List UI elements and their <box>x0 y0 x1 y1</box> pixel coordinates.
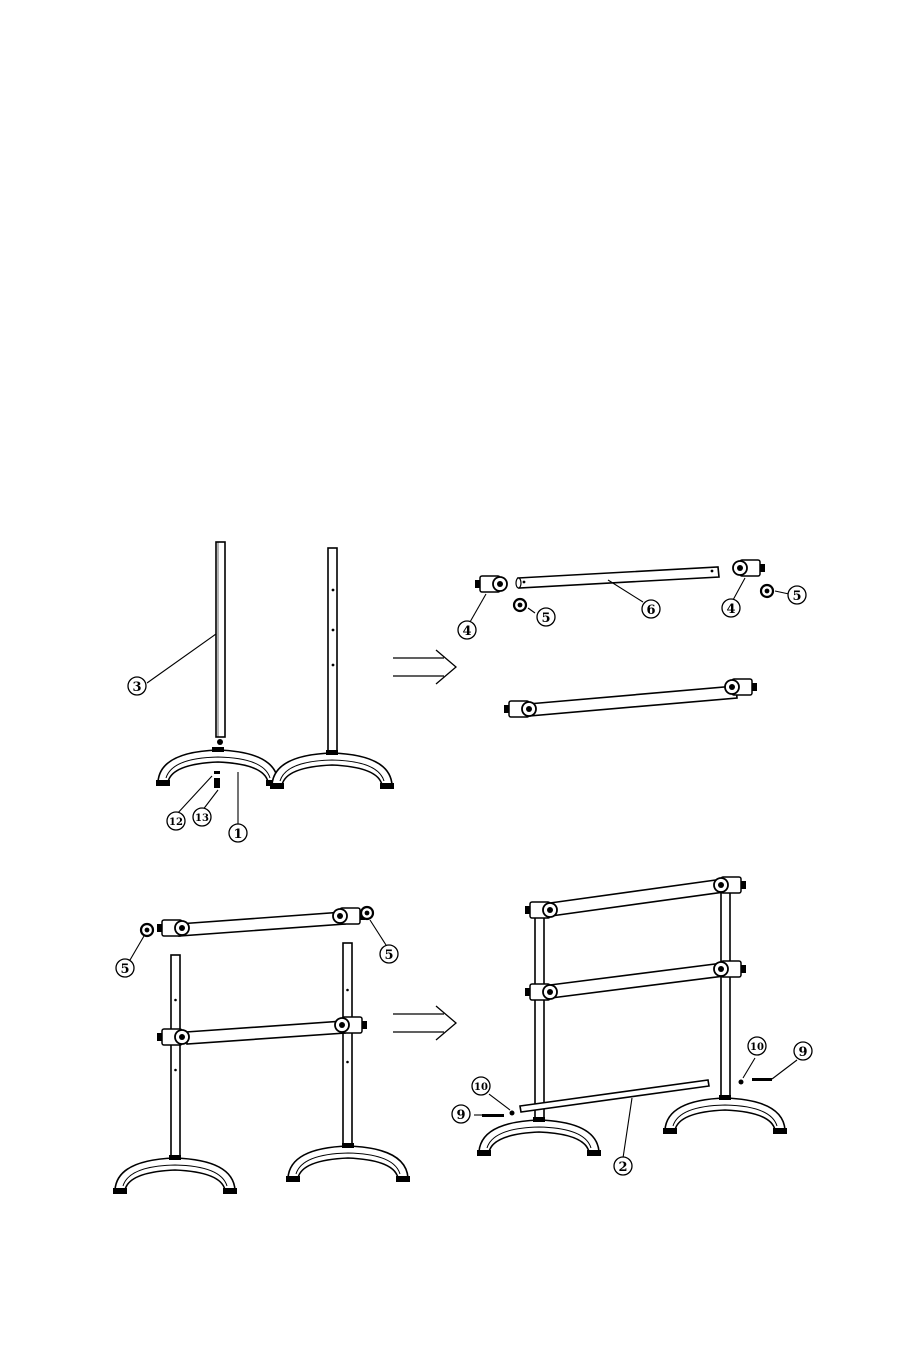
base-foot-right <box>270 750 394 789</box>
step-4-complete-frame <box>474 877 797 1158</box>
upright-tube-left <box>216 542 225 737</box>
svg-text:5: 5 <box>792 589 801 604</box>
upright-right <box>343 943 352 1153</box>
upright-right <box>721 888 730 1103</box>
tee-clamp-right <box>733 560 765 576</box>
svg-text:12: 12 <box>169 817 183 828</box>
upper-rail-exploded <box>178 912 345 936</box>
rail-assembled-clamp-left <box>504 701 536 717</box>
callout-part-9-right: 9 <box>794 1042 812 1060</box>
callout-part-3: 3 <box>128 677 146 695</box>
lower-rail-clamp-right <box>335 1017 367 1033</box>
callout-part-9-left: 9 <box>452 1105 470 1123</box>
end-cap-right <box>361 907 373 919</box>
callout-part-1: 1 <box>229 824 247 842</box>
svg-text:5: 5 <box>384 948 393 963</box>
step-1-uprights <box>147 542 394 824</box>
top-rail-clamp-right <box>714 877 746 893</box>
svg-text:5: 5 <box>120 962 129 977</box>
callout-part-5-a: 5 <box>537 608 555 626</box>
washer-left <box>510 1111 515 1116</box>
callout-part-6: 6 <box>642 600 660 618</box>
svg-text:10: 10 <box>474 1082 488 1093</box>
svg-text:10: 10 <box>750 1042 764 1053</box>
rail-assembled <box>528 686 737 716</box>
svg-text:2: 2 <box>618 1160 627 1175</box>
end-cap-left <box>514 599 526 611</box>
end-cap-right <box>761 585 773 597</box>
bolt-right <box>752 1078 772 1081</box>
step-3-frame <box>113 907 410 1194</box>
middle-rail <box>550 963 724 998</box>
tee-clamp-left <box>475 576 507 592</box>
callout-part-10-left: 10 <box>472 1077 490 1095</box>
base-foot-left <box>477 1117 601 1156</box>
callout-part-4-left: 4 <box>458 621 476 639</box>
svg-text:3: 3 <box>132 680 141 695</box>
top-rail <box>550 879 724 916</box>
base-foot-right <box>286 1143 410 1182</box>
callout-part-10-right: 10 <box>748 1037 766 1055</box>
svg-text:9: 9 <box>798 1045 807 1060</box>
callout-part-13: 13 <box>193 808 211 826</box>
middle-rail-clamp-right <box>714 961 746 977</box>
screw <box>214 778 220 788</box>
upright-tube-right <box>328 548 337 758</box>
base-foot-right <box>663 1095 787 1134</box>
base-foot-left <box>113 1155 237 1194</box>
svg-text:13: 13 <box>195 813 209 824</box>
rail-assembled-clamp-right <box>725 679 757 695</box>
lower-rail-clamp-left <box>157 1029 189 1045</box>
upper-rail-clamp-right <box>333 908 365 924</box>
callout-part-5-d: 5 <box>380 945 398 963</box>
callout-part-2: 2 <box>614 1157 632 1175</box>
washer <box>214 771 220 774</box>
callout-part-5-c: 5 <box>116 959 134 977</box>
upper-rail-clamp-left <box>157 920 189 936</box>
washer-right <box>739 1080 744 1085</box>
callout-part-12: 12 <box>167 812 185 830</box>
callout-part-5-b: 5 <box>788 586 806 604</box>
svg-text:6: 6 <box>646 603 655 618</box>
rail-tube <box>518 567 719 588</box>
svg-text:4: 4 <box>726 602 735 617</box>
upright-left <box>535 912 544 1124</box>
svg-text:4: 4 <box>462 624 471 639</box>
callout-part-4-right: 4 <box>722 599 740 617</box>
step-2-rail-parts <box>470 560 789 717</box>
end-cap-left <box>141 924 153 936</box>
arrow-step-1-to-2 <box>393 650 456 684</box>
top-rail-clamp-left <box>525 902 557 918</box>
arrow-step-3-to-4 <box>393 1006 456 1040</box>
svg-text:5: 5 <box>541 611 550 626</box>
bolt-left <box>482 1114 504 1117</box>
svg-text:1: 1 <box>233 827 242 842</box>
middle-rail-clamp-left <box>525 984 557 1000</box>
lower-rail <box>186 1021 345 1044</box>
upright-left <box>171 955 180 1165</box>
svg-text:9: 9 <box>456 1108 465 1123</box>
